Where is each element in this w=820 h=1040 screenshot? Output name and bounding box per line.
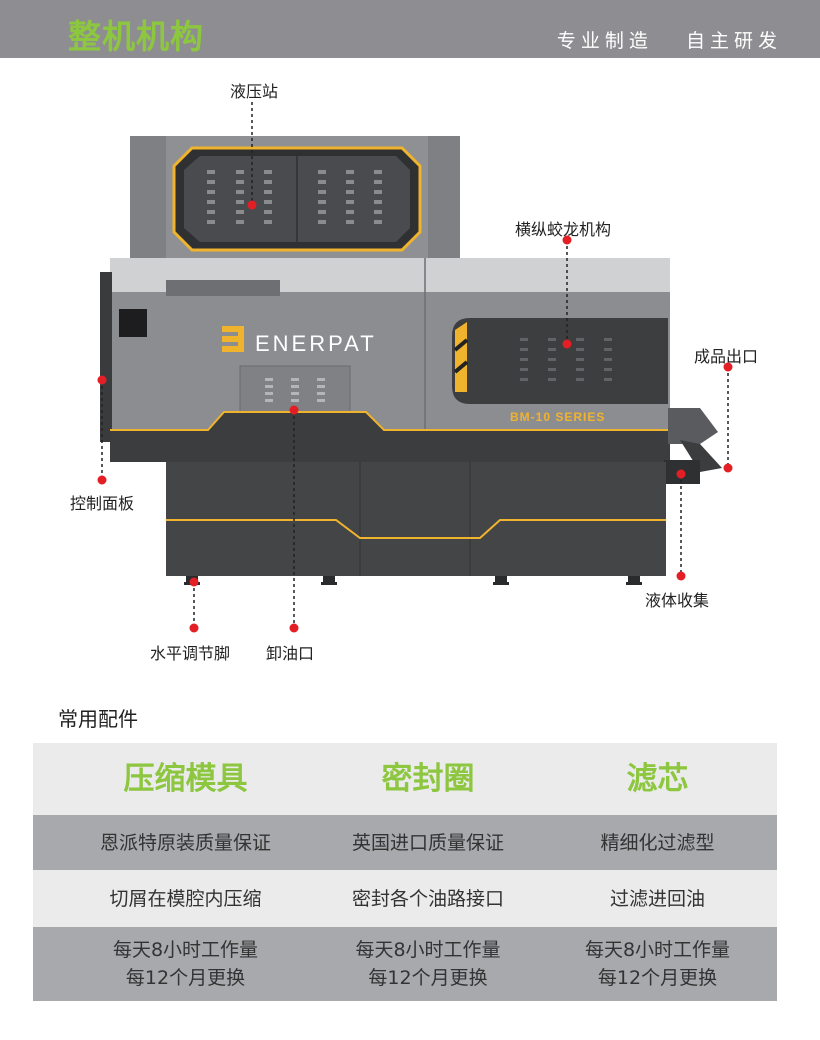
page-header: 整机机构 专业制造 自主研发 — [0, 0, 820, 58]
callout-product-outlet: 成品出口 — [694, 347, 759, 366]
cell-line: 每12个月更换 — [597, 967, 718, 989]
table-cell: 英国进口质量保证 — [351, 831, 504, 854]
callout-markers — [97, 200, 733, 633]
table-cell: 切屑在模腔内压缩 — [109, 887, 262, 910]
table-cell: 过滤进回油 — [609, 887, 705, 910]
table-cell: 精细化过滤型 — [600, 831, 715, 854]
column-header: 滤芯 — [626, 761, 689, 797]
cell-line: 每天8小时工作量 — [584, 939, 731, 961]
cell-line: 每12个月更换 — [125, 967, 246, 989]
callout-screw-mechanism: 横纵蛟龙机构 — [515, 220, 612, 239]
callout-oil-drain: 卸油口 — [266, 644, 315, 663]
hydraulic-station-unit — [130, 136, 460, 261]
machine-main-body: ENERPAT BM-10 SERIES — [100, 258, 670, 462]
header-slogan: 专业制造 自主研发 — [556, 30, 782, 52]
table-header-row: 压缩模具 密封圈 滤芯 — [33, 743, 777, 815]
product-outlet-chute — [664, 408, 722, 484]
table-cell: 每天8小时工作量 每12个月更换 — [318, 927, 538, 1001]
table-cell: 密封各个油路接口 — [351, 887, 504, 910]
cell-line: 每天8小时工作量 — [355, 939, 501, 961]
series-label: BM-10 SERIES — [510, 410, 605, 424]
accessories-table: 压缩模具 密封圈 滤芯 恩派特原装质量保证 英国进口质量保证 精细化过滤型 切屑… — [33, 743, 777, 1001]
brand-name: ENERPAT — [255, 331, 377, 356]
callout-leader-lines — [101, 102, 729, 628]
machine-base — [166, 462, 666, 585]
column-header: 压缩模具 — [123, 761, 248, 797]
page-title: 整机机构 — [68, 17, 204, 56]
accessories-title: 常用配件 — [58, 707, 138, 731]
table-cell: 每天8小时工作量 每12个月更换 — [33, 927, 318, 1001]
callout-control-panel: 控制面板 — [70, 494, 135, 513]
callout-leveling-feet: 水平调节脚 — [150, 644, 231, 663]
table-cell: 恩派特原装质量保证 — [99, 831, 271, 854]
callout-liquid-collection: 液体收集 — [645, 591, 710, 610]
table-row: 切屑在模腔内压缩 密封各个油路接口 过滤进回油 — [33, 870, 777, 927]
cell-line: 每12个月更换 — [368, 967, 488, 989]
table-row: 每天8小时工作量 每12个月更换 每天8小时工作量 每12个月更换 每天8小时工… — [33, 927, 777, 1001]
machine-illustration: ENERPAT BM-10 SERIES — [97, 102, 733, 633]
callout-hydraulic-station: 液压站 — [230, 82, 279, 101]
cell-line: 每天8小时工作量 — [112, 939, 259, 961]
column-header: 密封圈 — [381, 761, 475, 797]
table-row: 恩派特原装质量保证 英国进口质量保证 精细化过滤型 — [33, 815, 777, 870]
table-cell: 每天8小时工作量 每12个月更换 — [538, 927, 777, 1001]
enerpat-logo — [222, 326, 244, 352]
